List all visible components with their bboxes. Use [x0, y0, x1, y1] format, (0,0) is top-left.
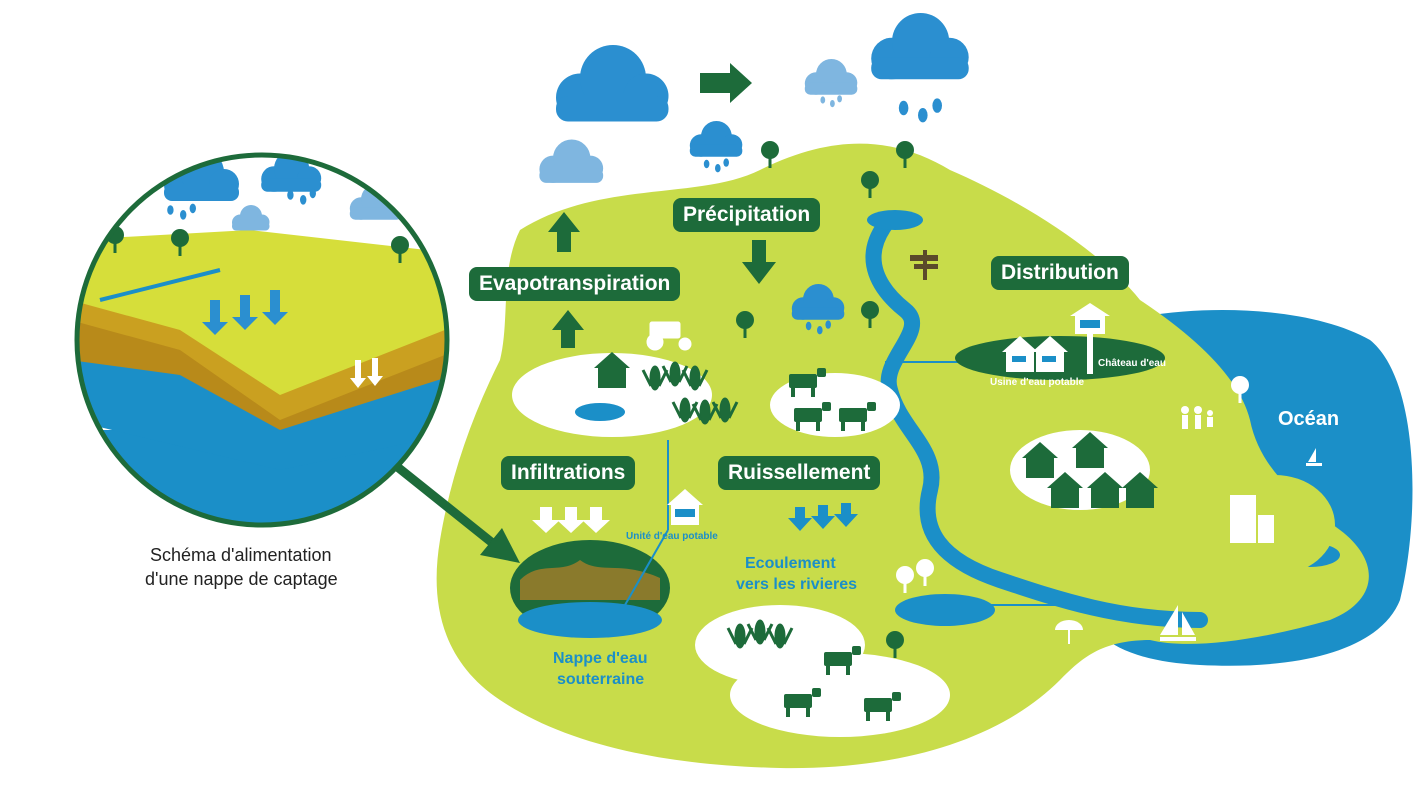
- label-evapotranspiration: Evapotranspiration: [469, 267, 681, 301]
- label-nappe-1: Nappe d'eau: [553, 650, 648, 667]
- water-tower-icon: [1070, 303, 1110, 374]
- cycle-arrows: [548, 63, 776, 348]
- water-unit-icon: [667, 489, 703, 525]
- river-source-lake: [867, 210, 923, 230]
- label-unite-eau: Unité d'eau potable: [626, 531, 718, 542]
- lake: [895, 594, 995, 626]
- magnifier-arrow: [480, 528, 520, 563]
- runoff-arrows: [788, 503, 858, 531]
- label-ecoulement-2: vers les rivieres: [736, 576, 857, 593]
- label-ocean: Océan: [1278, 408, 1340, 430]
- farm-area: [512, 353, 712, 437]
- water-plant-icon: [1002, 336, 1068, 372]
- schema-caption-line1: Schéma d'alimentation: [150, 545, 332, 565]
- tractor-icon: [646, 321, 692, 351]
- label-distribution: Distribution: [991, 256, 1129, 290]
- label-nappe-2: souterraine: [557, 671, 645, 688]
- sailboat-icon: [1160, 605, 1196, 641]
- label-usine-eau: Usine d'eau potable: [990, 377, 1085, 388]
- farm-pond: [575, 403, 625, 421]
- schema-caption-line2: d'une nappe de captage: [145, 569, 338, 589]
- infiltration-arrows: [532, 507, 610, 533]
- label-chateau-eau: Château d'eau: [1098, 358, 1166, 369]
- river: [865, 217, 1208, 628]
- aquifer-icon: [510, 540, 670, 638]
- label-precipitation: Précipitation: [673, 198, 821, 232]
- people-icon: [1181, 406, 1213, 429]
- umbrella-icon: [1055, 620, 1083, 644]
- aquifer-cross-section: [77, 155, 447, 525]
- label-ecoulement-1: Ecoulement: [745, 555, 836, 572]
- small-boat-icon: [1306, 448, 1322, 466]
- magnifier-circle: [74, 152, 450, 528]
- city-buildings-icon: [1230, 495, 1274, 543]
- signpost-icon: [910, 250, 938, 280]
- label-infiltrations: Infiltrations: [501, 456, 636, 490]
- label-ruissellement: Ruissellement: [718, 456, 881, 490]
- field-area-2: [730, 653, 950, 737]
